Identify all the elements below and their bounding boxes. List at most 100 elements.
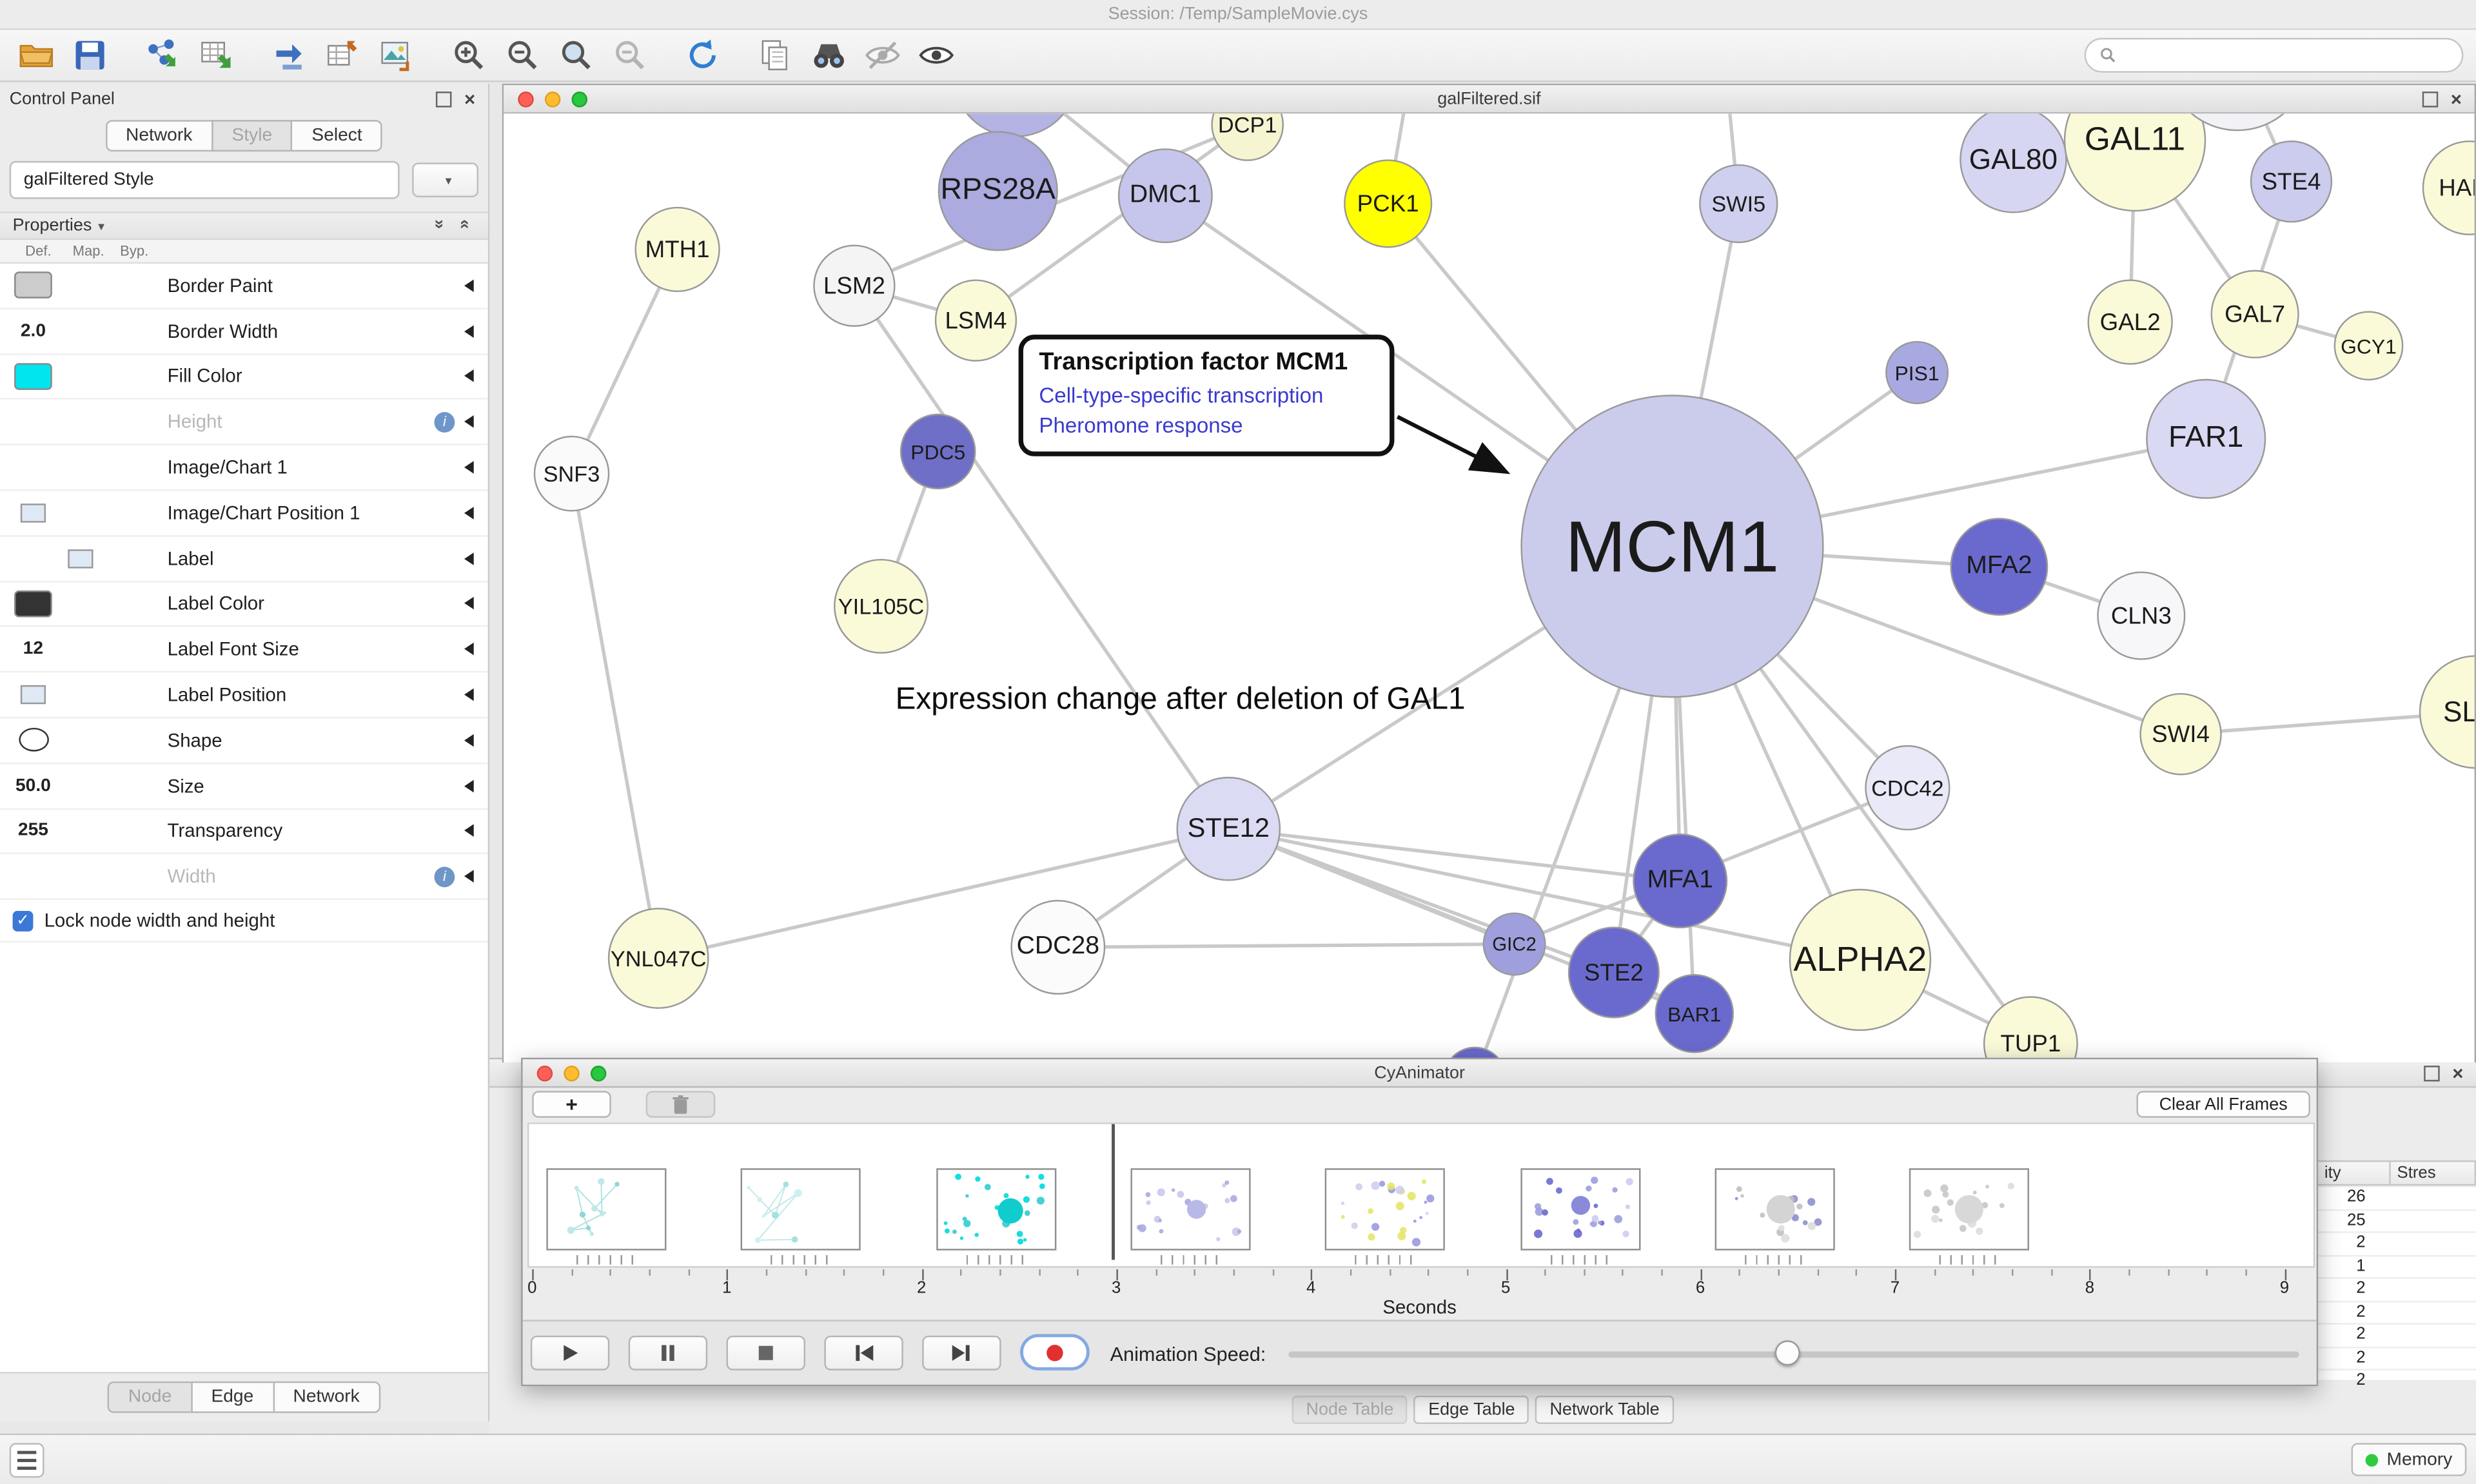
- pause-button[interactable]: [628, 1335, 708, 1371]
- float-panel-icon[interactable]: [435, 92, 452, 108]
- float-network-window-icon[interactable]: [2422, 92, 2439, 108]
- frame-thumbnail-1[interactable]: [546, 1168, 667, 1265]
- property-map-cell[interactable]: [60, 770, 101, 801]
- open-session-button[interactable]: [14, 33, 59, 77]
- network-node-YNL047C[interactable]: YNL047C: [607, 908, 709, 1009]
- frame-thumbnail-4[interactable]: [1130, 1168, 1251, 1265]
- network-node-TUP1[interactable]: TUP1: [1983, 996, 2078, 1063]
- property-row-label-position[interactable]: Label Position: [0, 673, 488, 719]
- property-row-image-chart-1[interactable]: Image/Chart 1: [0, 445, 488, 491]
- close-window-button[interactable]: [518, 90, 534, 107]
- expand-arrow-icon[interactable]: [464, 779, 474, 792]
- export-network-button[interactable]: [267, 33, 311, 77]
- property-map-cell[interactable]: [60, 452, 101, 483]
- property-byp-cell[interactable]: [108, 725, 149, 756]
- close-panel-icon[interactable]: ×: [464, 88, 476, 111]
- tab-network[interactable]: Network: [105, 120, 211, 152]
- property-def-cell[interactable]: [13, 861, 54, 892]
- tab-style[interactable]: Style: [211, 120, 291, 152]
- animation-speed-slider-thumb[interactable]: [1774, 1340, 1800, 1366]
- expand-arrow-icon[interactable]: [464, 734, 474, 747]
- property-map-cell[interactable]: [60, 315, 101, 347]
- network-node-BAR1[interactable]: BAR1: [1655, 974, 1734, 1053]
- zoom-in-button[interactable]: [447, 33, 491, 77]
- maximize-window-button[interactable]: [571, 90, 588, 107]
- network-node-ALPHA2[interactable]: ALPHA2: [1789, 888, 1932, 1031]
- property-map-cell[interactable]: [60, 406, 101, 438]
- property-def-cell[interactable]: 255: [17, 821, 48, 841]
- expand-arrow-icon[interactable]: [464, 461, 474, 474]
- property-map-cell[interactable]: [60, 543, 101, 574]
- property-row-border-paint[interactable]: Border Paint: [0, 264, 488, 309]
- network-node-CDC42[interactable]: CDC42: [1865, 745, 1950, 831]
- network-node-RPS28A[interactable]: RPS28A: [938, 131, 1058, 251]
- network-node-SNF3[interactable]: SNF3: [533, 435, 610, 512]
- property-map-cell[interactable]: [60, 497, 101, 529]
- table-row[interactable]: 2: [2316, 1371, 2476, 1394]
- stop-button[interactable]: [726, 1335, 805, 1371]
- property-byp-cell[interactable]: [108, 270, 149, 302]
- table-row[interactable]: 1: [2316, 1256, 2476, 1279]
- table-column-ity[interactable]: ity: [2316, 1160, 2390, 1186]
- expand-arrow-icon[interactable]: [464, 279, 474, 292]
- tab-network-table[interactable]: Network Table: [1535, 1395, 1674, 1424]
- expand-arrow-icon[interactable]: [464, 324, 474, 338]
- property-def-cell[interactable]: 2.0: [20, 321, 46, 341]
- task-history-button[interactable]: [9, 1443, 44, 1478]
- property-row-fill-color[interactable]: Fill Color: [0, 355, 488, 400]
- property-map-cell[interactable]: [60, 815, 101, 847]
- expand-arrow-icon[interactable]: [464, 825, 474, 838]
- close-table-panel-icon[interactable]: ×: [2452, 1062, 2464, 1085]
- property-byp-cell[interactable]: [108, 406, 149, 438]
- property-def-cell[interactable]: [13, 543, 54, 574]
- network-node-GAL2[interactable]: GAL2: [2087, 279, 2173, 365]
- lock-checkbox[interactable]: ✓: [12, 910, 34, 932]
- property-byp-cell[interactable]: [108, 634, 149, 665]
- property-byp-cell[interactable]: [108, 361, 149, 393]
- find-button[interactable]: [807, 33, 851, 77]
- network-node-GIC2[interactable]: GIC2: [1482, 912, 1546, 976]
- expand-all-icon[interactable]: »: [429, 219, 449, 229]
- import-network-button[interactable]: [141, 33, 185, 77]
- property-row-label-color[interactable]: Label Color: [0, 582, 488, 628]
- frame-thumbnail-3[interactable]: [936, 1168, 1056, 1265]
- style-selector[interactable]: galFiltered Style: [9, 161, 400, 199]
- last-frame-button[interactable]: [922, 1335, 1001, 1371]
- expand-arrow-icon[interactable]: [464, 870, 474, 883]
- search-box[interactable]: [2084, 37, 2464, 73]
- property-def-cell[interactable]: [13, 497, 54, 529]
- first-frame-button[interactable]: [824, 1335, 903, 1371]
- tab-node-table[interactable]: Node Table: [1292, 1395, 1408, 1424]
- network-node-STE2[interactable]: STE2: [1567, 926, 1660, 1019]
- property-def-cell[interactable]: [13, 361, 54, 393]
- property-map-cell[interactable]: [60, 361, 101, 393]
- property-byp-cell[interactable]: [108, 497, 149, 529]
- property-def-cell[interactable]: [13, 679, 54, 710]
- property-def-cell[interactable]: [13, 588, 54, 620]
- property-byp-cell[interactable]: [108, 770, 149, 801]
- annotation-link-2[interactable]: Pheromone response: [1039, 413, 1243, 438]
- network-node-LSM2[interactable]: LSM2: [813, 244, 896, 327]
- style-options-button[interactable]: ▾: [412, 162, 479, 198]
- tab-edge-table[interactable]: Edge Table: [1414, 1395, 1529, 1424]
- zoom-fit-button[interactable]: [555, 33, 599, 77]
- tab-select[interactable]: Select: [291, 120, 383, 152]
- property-def-cell[interactable]: [13, 406, 54, 438]
- network-node-MFA1[interactable]: MFA1: [1633, 834, 1728, 929]
- record-button[interactable]: [1020, 1334, 1090, 1371]
- annotation-box[interactable]: Transcription factor MCM1 Cell-type-spec…: [1018, 335, 1395, 456]
- timeline-playhead[interactable]: [1112, 1124, 1114, 1260]
- memory-button[interactable]: Memory: [2352, 1443, 2467, 1476]
- expand-arrow-icon[interactable]: [464, 597, 474, 610]
- property-byp-cell[interactable]: [108, 543, 149, 574]
- network-node-CLN3[interactable]: CLN3: [2097, 571, 2186, 660]
- network-node-MCM1[interactable]: MCM1: [1520, 395, 1824, 698]
- table-row[interactable]: 2: [2316, 1325, 2476, 1348]
- frame-thumbnail-8[interactable]: [1909, 1168, 2030, 1265]
- refresh-view-button[interactable]: [681, 33, 725, 77]
